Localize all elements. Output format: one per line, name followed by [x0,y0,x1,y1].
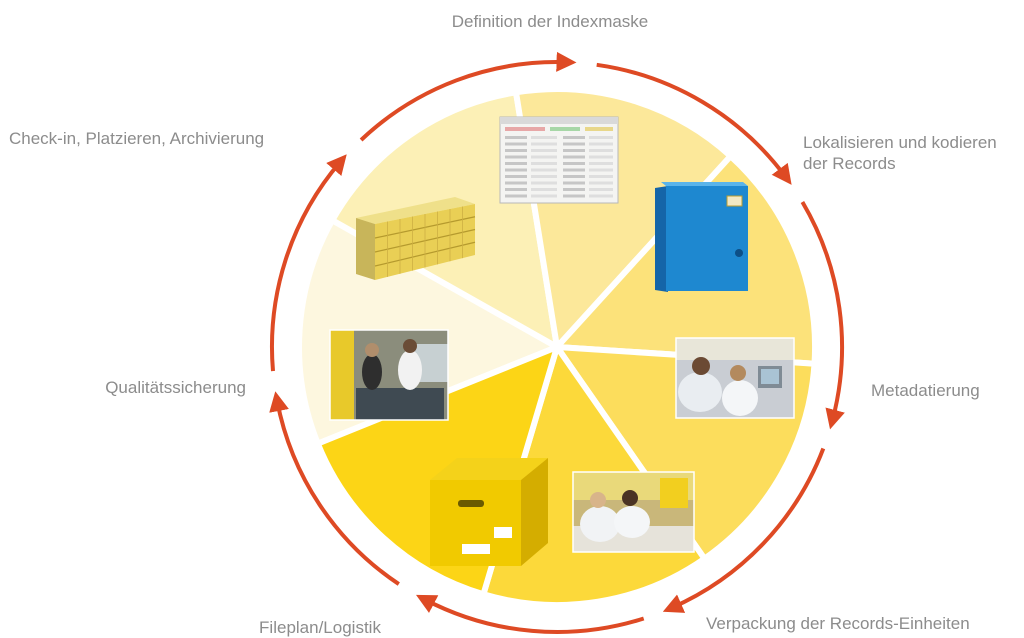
cycle-arrow-7 [269,154,347,372]
cycle-arrow-5 [415,594,645,634]
cycle-arrow-6 [269,391,400,586]
step-label-definition: Definition der Indexmaske [451,12,649,31]
cycle-arrow-3 [800,200,845,430]
cycle-arrow-1 [359,51,577,142]
step-label-verpackung: Verpackung der Records-Einheiten [706,614,970,633]
quality-check-photo-icon [329,329,449,421]
packing-workers-photo-icon [572,471,695,553]
archive-box-icon [430,458,548,566]
cycle-arrow-4 [662,447,826,613]
step-pictures [329,116,795,566]
cycle-arrows [269,51,845,634]
step-label-fileplan: Fileplan/Logistik [259,618,381,637]
blue-binder-icon [655,182,748,292]
step-label-checkin: Check-in, Platzieren, Archivierung [9,129,265,148]
step-label-qualitaetssicherung: Qualitätssicherung [105,378,246,397]
step-label-lokalisieren: Lokalisieren und kodieren der Records [803,133,997,173]
shelf-of-boxes-icon [356,197,476,280]
cycle-arrow-2 [596,62,792,185]
step-label-metadatierung: Metadatierung [871,381,980,400]
office-workers-photo-icon [675,337,795,419]
index-mask-screenshot-icon [499,116,619,204]
